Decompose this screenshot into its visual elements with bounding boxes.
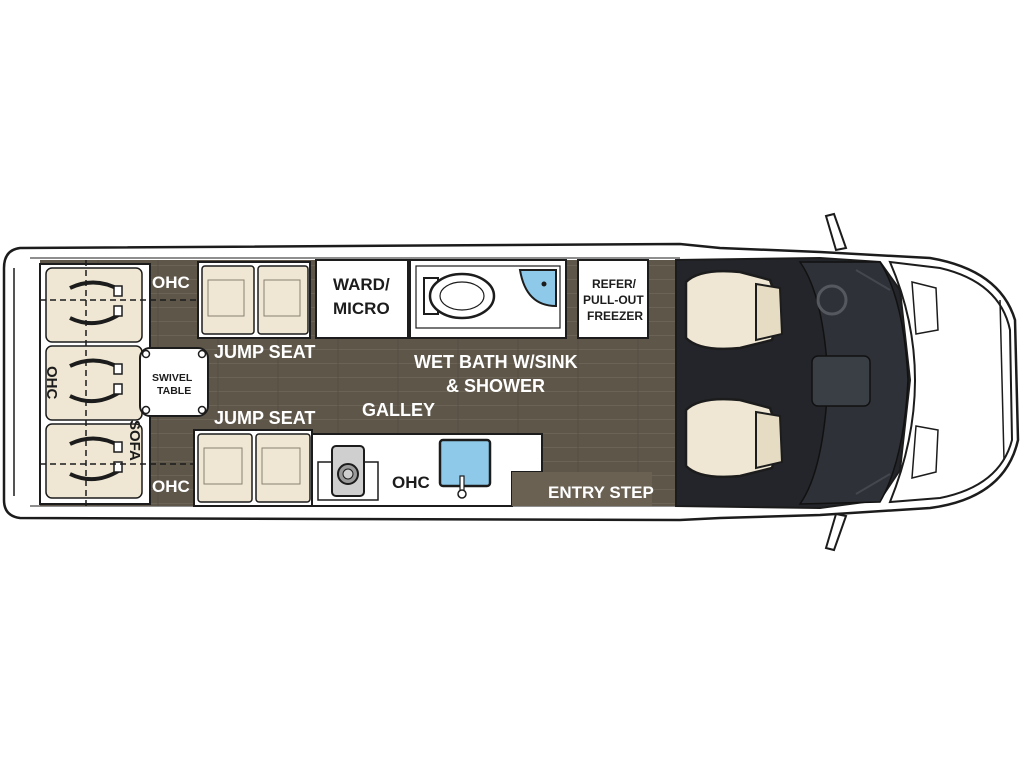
ward-micro-label: WARD/ <box>333 275 390 294</box>
wet-bath-label: WET BATH W/SINK <box>414 352 578 372</box>
ohc-label: OHC <box>152 273 190 292</box>
swivel-table-label: SWIVEL <box>152 372 193 384</box>
galley-label: GALLEY <box>362 400 435 420</box>
galley-counter <box>311 433 543 507</box>
side-mirrors <box>824 212 848 552</box>
wet-bath-label: & SHOWER <box>446 376 545 396</box>
refer-label: FREEZER <box>587 309 643 323</box>
ohc-label: OHC <box>152 477 190 496</box>
refer-label: PULL-OUT <box>583 293 644 307</box>
ward-micro-label: MICRO <box>333 299 390 318</box>
driver-seat <box>684 269 784 351</box>
ohc-galley-label: OHC <box>392 473 430 492</box>
jump-seat-top <box>197 261 311 339</box>
swivel-table <box>139 347 209 417</box>
entry-step-label: ENTRY STEP <box>548 483 654 502</box>
rear-sofa <box>39 263 151 505</box>
wet-bath <box>409 259 567 339</box>
jump-seat-label: JUMP SEAT <box>214 408 315 428</box>
galley-sink <box>438 438 492 488</box>
ohc-side-label: OHC <box>43 366 60 400</box>
jump-seat-label: JUMP SEAT <box>214 342 315 362</box>
sofa-label: SOFA <box>126 420 143 461</box>
entry-step <box>512 472 652 506</box>
swivel-table-label: TABLE <box>157 385 191 397</box>
refer-freezer <box>577 259 649 339</box>
refer-label: REFER/ <box>592 277 637 291</box>
jump-seat-bottom <box>193 429 313 507</box>
passenger-seat <box>684 397 784 479</box>
wardrobe-micro <box>315 259 409 339</box>
